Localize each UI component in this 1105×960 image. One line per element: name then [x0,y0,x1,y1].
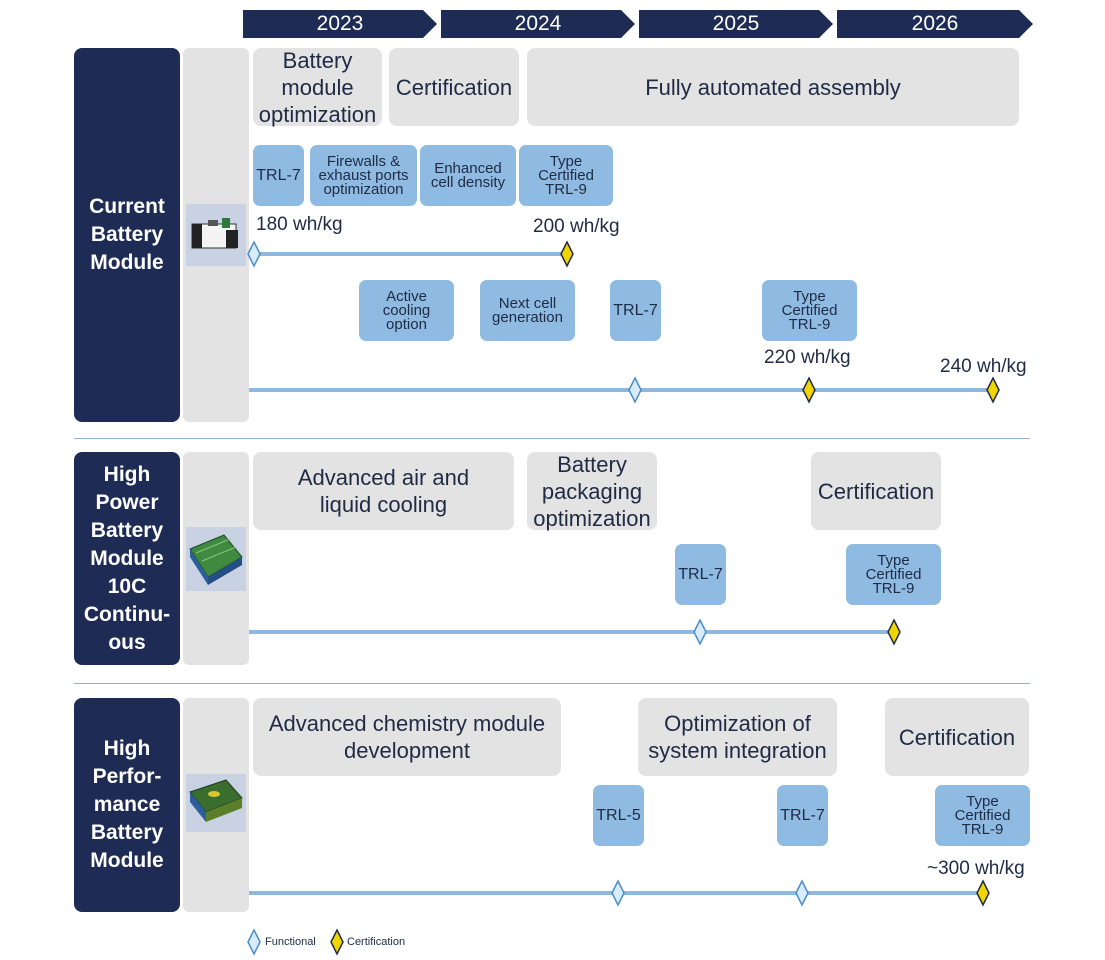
row-separator [74,438,1030,439]
certification-diamond-icon [560,240,574,268]
certification-diamond-icon [986,376,1000,404]
milestone-trl-7: TRL-7 [253,145,304,206]
row-label-high-performance-battery-module: High Perfor- mance Battery Module [74,698,180,912]
legend-certification-label: Certification [347,936,406,948]
year-2023: 2023 [243,10,437,38]
functional-diamond-icon [611,879,625,907]
phase-optimization-system-integration: Optimization of system integration [638,698,837,776]
milestone-type-certified-trl-9: Type Certified TRL-9 [519,145,613,206]
functional-diamond-icon [628,376,642,404]
year-2025: 2025 [639,10,833,38]
row-label-high-power-battery-module: High Power Battery Module 10C Continu- o… [74,452,180,665]
milestone-active-cooling: Active cooling option [359,280,454,341]
certification-diamond-icon [976,879,990,907]
milestone-trl-7: TRL-7 [675,544,726,605]
milestone-trl-7-b: TRL-7 [610,280,661,341]
legend-functional-diamond-icon [247,928,261,956]
phase-certification: Certification [389,48,519,126]
milestone-trl-5: TRL-5 [593,785,644,846]
legend-certification-diamond-icon [330,928,344,956]
certification-diamond-icon [887,618,901,646]
phase-battery-module-optimization: Battery module optimization [253,48,382,127]
functional-diamond-icon [795,879,809,907]
phase-certification: Certification [885,698,1029,776]
phase-advanced-chemistry-module-development: Advanced chemistry module development [253,698,561,776]
value-220-whkg: 220 wh/kg [764,347,851,368]
value-300-whkg: ~300 wh/kg [927,858,1025,879]
milestone-next-cell-generation: Next cell generation [480,280,575,341]
high-performance-module-thumbnail [186,774,246,832]
milestone-trl-7: TRL-7 [777,785,828,846]
certification-diamond-icon [802,376,816,404]
value-180-whkg: 180 wh/kg [256,214,343,235]
row-label-current-battery-module: Current Battery Module [74,48,180,422]
milestone-type-certified-trl-9: Type Certified TRL-9 [935,785,1030,846]
functional-diamond-icon [693,618,707,646]
milestone-type-certified-trl-9-b: Type Certified TRL-9 [762,280,857,341]
milestone-enhanced-cell-density: Enhanced cell density [420,145,516,206]
battery-module-thumbnail [186,204,246,266]
functional-diamond-icon [247,240,261,268]
phase-fully-automated-assembly: Fully automated assembly [527,48,1019,126]
value-200-whkg: 200 wh/kg [533,216,620,237]
year-2026: 2026 [837,10,1033,38]
value-240-whkg: 240 wh/kg [940,356,1027,377]
high-power-module-thumbnail [186,527,246,591]
row-separator [74,683,1030,684]
phase-advanced-air-liquid-cooling: Advanced air and liquid cooling [253,452,514,530]
legend-functional-label: Functional [265,936,316,948]
year-2024: 2024 [441,10,635,38]
milestone-firewalls-exhaust: Firewalls & exhaust ports optimization [310,145,417,206]
milestone-type-certified-trl-9: Type Certified TRL-9 [846,544,941,605]
phase-certification: Certification [811,452,941,530]
phase-battery-packaging-optimization: Battery packaging optimization [527,452,657,531]
